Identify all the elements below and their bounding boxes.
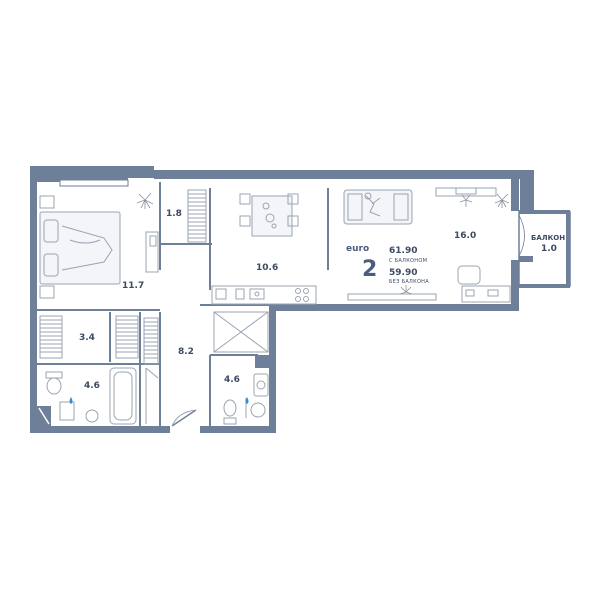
inner-walls xyxy=(37,182,329,428)
balcony-caption-label: БАЛКОН xyxy=(531,234,565,242)
plant-living xyxy=(459,193,510,208)
bed xyxy=(39,195,121,299)
outer-walls xyxy=(30,166,534,433)
bedroom-desk xyxy=(145,231,159,273)
sofa xyxy=(343,189,413,225)
bathroom-right-fixtures xyxy=(213,311,269,425)
living-shelf xyxy=(435,187,497,197)
room-count: 2 xyxy=(362,257,377,282)
storage-area-label: 3.4 xyxy=(79,333,95,343)
bedroom-area-label: 11.7 xyxy=(122,281,144,291)
area-with-balcony: 61.90 xyxy=(389,246,417,256)
living-area-label: 16.0 xyxy=(454,231,476,241)
wardrobe-shelves xyxy=(187,189,207,243)
bathroom-right-area-label: 4.6 xyxy=(224,375,240,385)
storage-shelves xyxy=(39,315,159,365)
plant-bedroom xyxy=(136,192,154,209)
balcony-area-label: 1.0 xyxy=(541,244,557,254)
armchair-desk xyxy=(457,265,511,303)
entrance-door xyxy=(171,409,197,427)
kitchen-counter xyxy=(211,285,317,305)
hallway-area-label: 8.2 xyxy=(178,347,194,357)
tv-stand xyxy=(347,285,437,301)
wardrobe-area-label: 1.8 xyxy=(166,209,182,219)
bathroom-left-fixtures xyxy=(38,367,159,425)
apartment-info: euro 2 61.90 С БАЛКОНОМ 59.90 БЕЗ БАЛКОН… xyxy=(346,244,429,285)
balcony xyxy=(518,210,571,288)
brand-label: euro xyxy=(346,244,369,254)
area-with-balcony-caption: С БАЛКОНОМ xyxy=(389,258,427,264)
dining-table xyxy=(239,193,299,237)
bathroom-left-area-label: 4.6 xyxy=(84,381,100,391)
area-without-balcony-caption: БЕЗ БАЛКОНА xyxy=(389,279,429,285)
area-without-balcony: 59.90 xyxy=(389,268,417,278)
kitchen-area-label: 10.6 xyxy=(256,263,278,273)
